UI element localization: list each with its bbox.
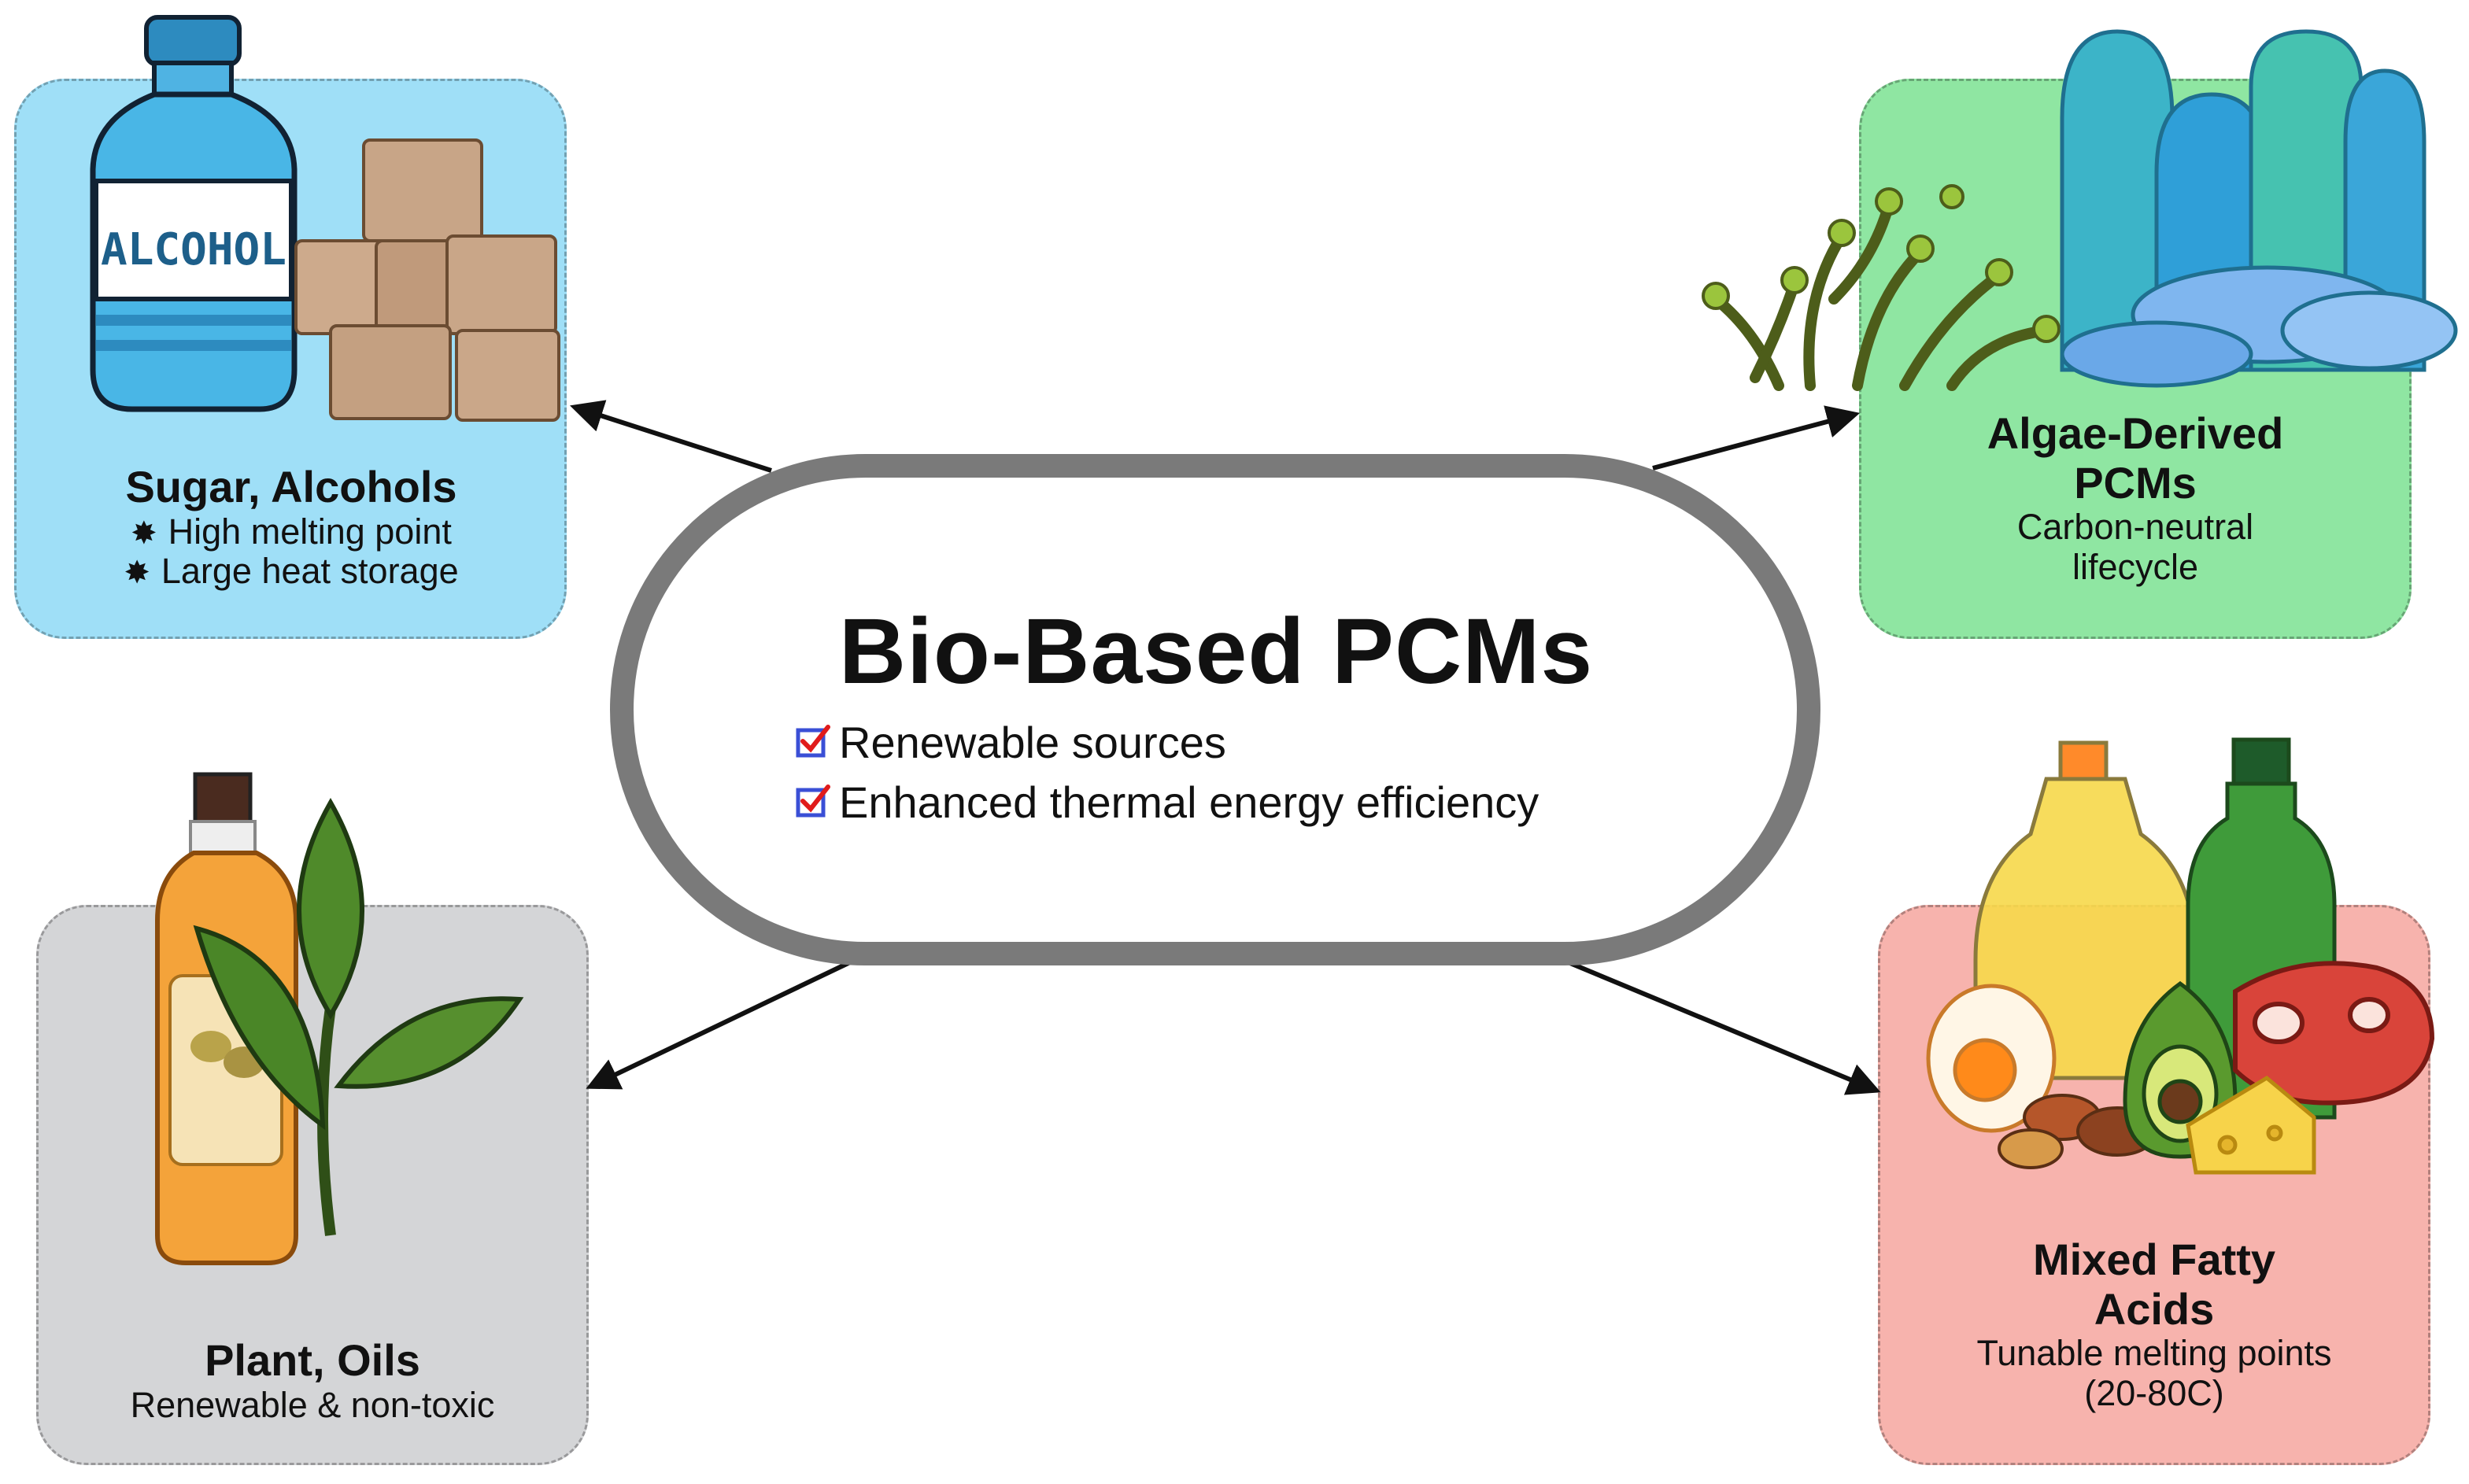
asterisk-bullet-icon: ✸ xyxy=(131,515,157,551)
fatty-text-block: Mixed Fatty Acids Tunable melting points… xyxy=(1878,1235,2430,1413)
seaweed-buds xyxy=(1702,184,2061,343)
algae-desc-1: Carbon-neutral xyxy=(2016,507,2254,548)
algae-text-block: Algae-Derived PCMs Carbon-neutral lifecy… xyxy=(1859,408,2412,587)
arrow-to-plant xyxy=(586,959,853,1090)
bottle-label: ALCOHOL xyxy=(101,224,286,275)
sugar-bullet-1-text: High melting point xyxy=(168,511,452,552)
checkbox-icon xyxy=(796,725,830,758)
checklist-item-1-text: Renewable sources xyxy=(839,717,1226,767)
checklist-item: Enhanced thermal energy efficiency xyxy=(795,772,1539,832)
fatty-title-1: Mixed Fatty xyxy=(2032,1235,2276,1284)
seaweed-icon xyxy=(1710,199,2052,391)
arrow-to-algae xyxy=(1652,405,1861,471)
fatty-title-2: Acids xyxy=(2094,1283,2215,1334)
egg-icon xyxy=(1926,984,2057,1133)
plant-title: Plant, Oils xyxy=(205,1335,420,1385)
cheese-icon xyxy=(2186,1075,2316,1175)
leaf-sprig-icon xyxy=(193,797,524,1236)
nuts-icon xyxy=(1998,1094,2158,1169)
sugar-text-block: Sugar, Alcohols ✸High melting point ✸Lar… xyxy=(31,462,551,592)
fatty-desc-2: (20-80C) xyxy=(2084,1372,2224,1413)
arrow-to-fatty xyxy=(1565,959,1881,1095)
sugar-bullet-1: ✸ High melting point xyxy=(31,511,551,552)
steak-icon xyxy=(2233,961,2435,1106)
plant-desc: Renewable & non-toxic xyxy=(130,1384,495,1425)
sugar-bullet-2-text: Large heat storage xyxy=(161,551,459,592)
sugar-bullet-2: ✸ Large heat storage xyxy=(31,551,551,592)
algae-title-1: Algae-Derived xyxy=(1987,408,2284,458)
sugar-title: Sugar, Alcohols xyxy=(125,462,457,511)
alcohol-bottle-icon: ALCOHOL xyxy=(90,15,298,412)
center-ring xyxy=(610,454,1820,965)
checklist-item-2-text: Enhanced thermal energy efficiency xyxy=(839,777,1539,827)
algae-desc-2: lifecycle xyxy=(2072,546,2199,587)
center-checklist: Renewable sources Enhanced thermal energ… xyxy=(795,712,1539,832)
center-title: Bio-Based PCMs xyxy=(838,600,1594,703)
plant-text-block: Plant, Oils Renewable & non-toxic xyxy=(36,1335,589,1425)
arrow-to-sugar xyxy=(570,400,772,473)
coral-icon xyxy=(2060,29,2458,388)
algae-title-2: PCMs xyxy=(2074,457,2197,508)
checkbox-icon xyxy=(796,784,830,818)
asterisk-bullet-icon: ✸ xyxy=(124,556,150,591)
fatty-desc-1: Tunable melting points xyxy=(1976,1333,2332,1374)
sugar-cubes-icon xyxy=(294,138,560,422)
checklist-item: Renewable sources xyxy=(795,712,1539,772)
